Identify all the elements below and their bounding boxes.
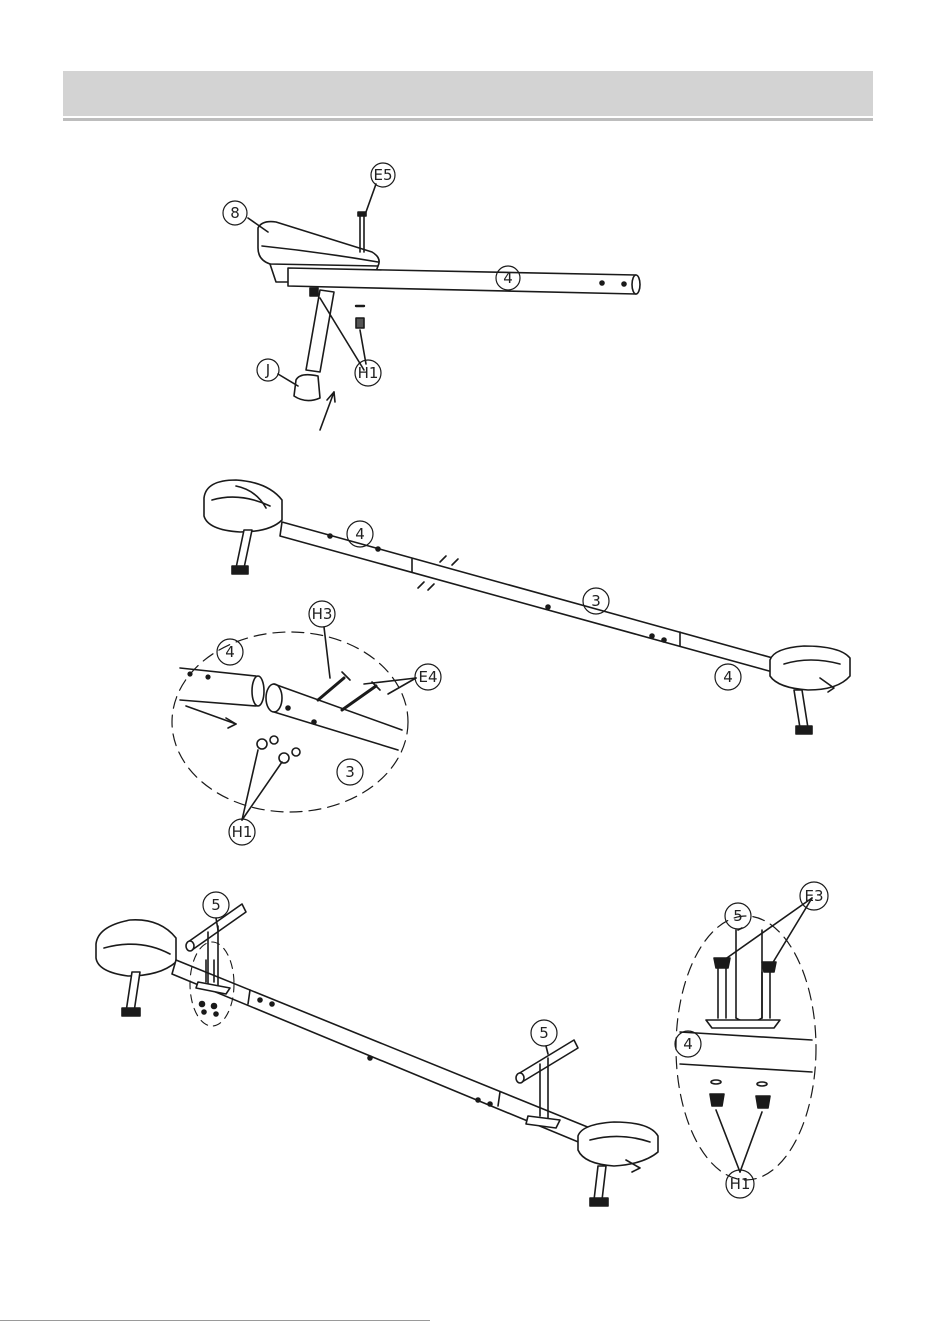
foot-pad-right: [770, 646, 850, 690]
detail3-drawing: [675, 882, 828, 1198]
end-cap-j: [294, 375, 320, 401]
bolt-e4: [342, 686, 376, 710]
label-d3-4: 4: [683, 1035, 693, 1053]
label-d2-h3: H3: [312, 605, 333, 623]
step2-drawing: [204, 480, 850, 734]
step1-drawing: [223, 163, 640, 430]
tube-4-3-4: [280, 522, 780, 674]
label-s2-4-right: 4: [723, 668, 733, 686]
label-d2-h1: H1: [232, 823, 253, 841]
label-j: J: [265, 361, 270, 379]
label-d2-3: 3: [345, 763, 355, 781]
step3-drawing: [96, 892, 658, 1206]
label-h1: H1: [358, 364, 379, 382]
bolt-h3: [318, 678, 344, 700]
label-d2-4: 4: [225, 643, 235, 661]
footer-line: [0, 1320, 430, 1321]
label-d3-5: 5: [733, 907, 743, 925]
leg-tube: [306, 290, 334, 372]
label-s2-4-left: 4: [355, 525, 365, 543]
label-d3-e3: E3: [804, 887, 823, 905]
detail2-drawing: [172, 601, 441, 845]
detail2-ellipse: [172, 632, 408, 812]
label-4: 4: [503, 269, 513, 287]
detail3-ellipse: [676, 916, 816, 1180]
label-s2-3: 3: [591, 592, 601, 610]
bolt-e5: [358, 212, 366, 252]
label-8: 8: [230, 204, 240, 222]
label-e5: E5: [373, 166, 392, 184]
label-s3-5-right: 5: [539, 1024, 549, 1042]
label-s3-5-left: 5: [211, 896, 221, 914]
tube-4: [288, 268, 636, 294]
label-d2-e4: E4: [418, 668, 437, 686]
foot-pad-right-3: [578, 1122, 658, 1166]
label-d3-h1: H1: [730, 1175, 751, 1193]
foot-pad-left-3: [96, 920, 176, 976]
